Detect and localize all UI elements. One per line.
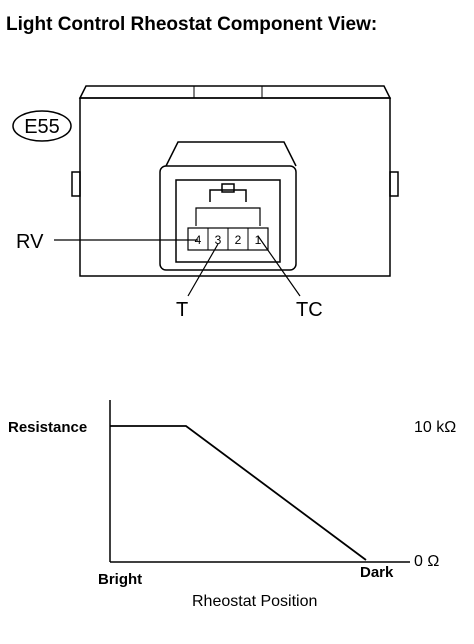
x-end-label: Dark — [360, 564, 394, 581]
y-axis-label: Resistance — [8, 419, 87, 436]
leader-lines — [54, 235, 301, 297]
connector-housing — [71, 85, 399, 277]
leader-t — [187, 243, 219, 297]
label-rv: RV — [16, 231, 44, 253]
x-axis-title: Rheostat Position — [192, 593, 317, 610]
label-t: T — [176, 299, 188, 321]
pin-1: 1 — [255, 233, 262, 247]
pin-3: 3 — [215, 233, 222, 247]
connector-id-badge: E55 — [12, 110, 72, 142]
x-start-label: Bright — [98, 571, 142, 588]
connector-id-label: E55 — [24, 116, 60, 138]
y-min-label: 0 Ω — [414, 553, 439, 570]
leader-tc — [257, 235, 301, 297]
pin-4: 4 — [195, 233, 202, 247]
connector-socket — [159, 141, 297, 271]
page-title: Light Control Rheostat Component View: — [6, 14, 378, 35]
resistance-graph: Resistance 10 kΩ 0 Ω Bright Dark Rheosta… — [8, 400, 456, 610]
pin-2: 2 — [235, 233, 242, 247]
y-max-label: 10 kΩ — [414, 419, 456, 436]
label-tc: TC — [296, 299, 323, 321]
resistance-curve — [110, 425, 367, 561]
pin-row: 4 3 2 1 — [187, 227, 269, 251]
